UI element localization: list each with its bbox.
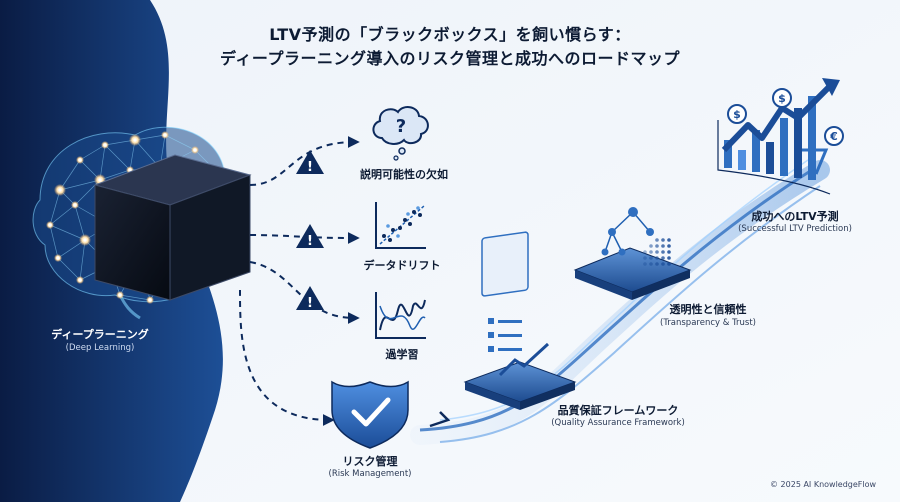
svg-text:?: ? bbox=[396, 116, 406, 137]
warning-mark-1: ! bbox=[307, 160, 313, 175]
risk-management-sublabel: (Risk Management) bbox=[328, 469, 412, 479]
qa-checklist-platform-icon bbox=[463, 231, 577, 410]
success-sublabel: (Successful LTV Prediction) bbox=[738, 224, 852, 234]
success-label: 成功へのLTV予測 bbox=[751, 210, 839, 223]
risk-management-label: リスク管理 bbox=[342, 455, 398, 468]
copyright: © 2025 AI KnowledgeFlow bbox=[770, 480, 877, 489]
warning-icon-1 bbox=[296, 150, 324, 174]
transparency-tree-platform-icon bbox=[573, 207, 692, 300]
warning-mark-3: ! bbox=[307, 296, 313, 311]
transparency-label: 透明性と信頼性 bbox=[669, 303, 747, 316]
coin-symbol-1: $ bbox=[733, 108, 741, 121]
risk-label-overfitting: 過学習 bbox=[385, 348, 419, 361]
deep-learning-label: ディープラーニング bbox=[51, 328, 149, 341]
transparency-sublabel: (Transparency & Trust) bbox=[660, 318, 756, 328]
risk-label-explainability: 説明可能性の欠如 bbox=[360, 168, 448, 181]
deep-learning-sublabel: (Deep Learning) bbox=[65, 343, 135, 353]
warning-icon-2 bbox=[296, 224, 324, 248]
shield-check-icon bbox=[331, 380, 409, 449]
black-box-cube bbox=[93, 154, 252, 301]
warning-icon-3 bbox=[296, 286, 324, 310]
risk-label-data-drift: データドリフト bbox=[363, 259, 441, 272]
risk-branch-lines bbox=[239, 136, 360, 426]
success-growth-chart-icon bbox=[717, 78, 844, 195]
scatter-drift-chart-icon bbox=[375, 202, 426, 249]
thought-bubble-question-icon: ? bbox=[372, 106, 429, 161]
title-line-2: ディープラーニング導入のリスク管理と成功へのロードマップ bbox=[220, 49, 680, 68]
overfit-curve-chart-icon bbox=[375, 292, 426, 339]
title-line-1: LTV予測の「ブラックボックス」を飼い慣らす： bbox=[269, 25, 631, 44]
coin-symbol-3: € bbox=[829, 130, 838, 143]
qa-framework-sublabel: (Quality Assurance Framework) bbox=[551, 418, 685, 428]
warning-mark-2: ! bbox=[307, 234, 313, 249]
qa-framework-label: 品質保証フレームワーク bbox=[557, 404, 679, 417]
coin-symbol-2: $ bbox=[778, 92, 786, 105]
